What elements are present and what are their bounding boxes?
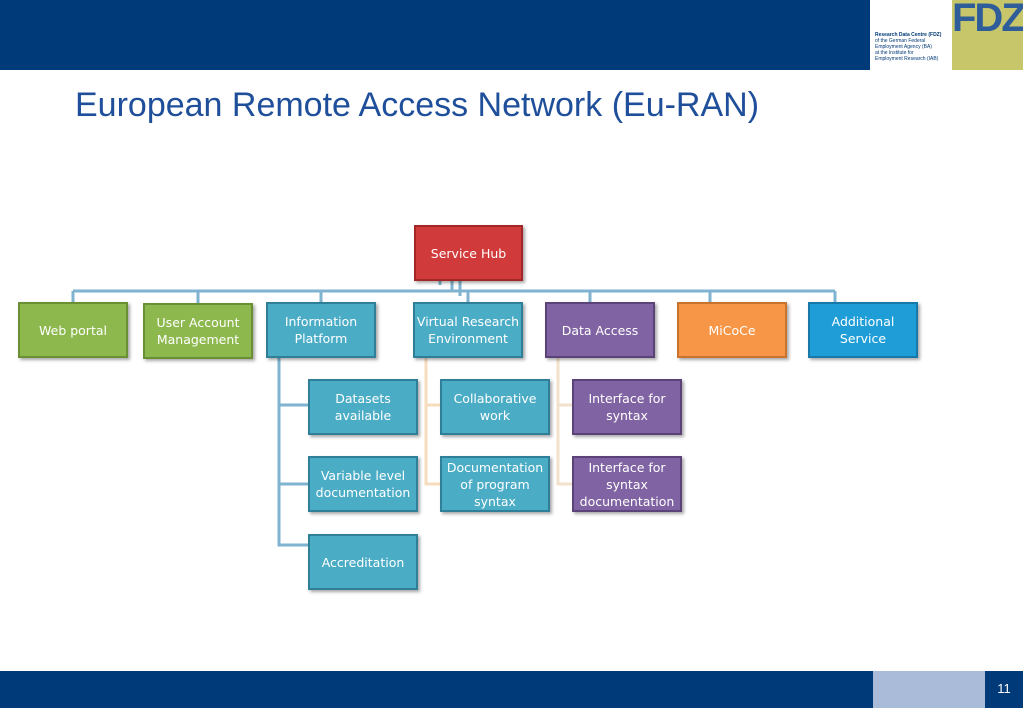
page-title: European Remote Access Network (Eu-RAN) — [75, 86, 760, 124]
connector — [424, 357, 441, 486]
node-label: Web portal — [39, 322, 107, 338]
additional-service-node: Additional Service — [808, 302, 918, 358]
variable-level-documentation-node: Variable level documentation — [308, 456, 418, 512]
data-access-node: Data Access — [545, 302, 655, 358]
header-bar — [0, 0, 870, 70]
node-label: User Account Management — [156, 315, 240, 347]
accreditation-node: Accreditation — [308, 534, 418, 590]
node-label: Interface for syntax documentation — [579, 459, 675, 509]
node-label: Additional Service — [831, 314, 895, 346]
connector — [556, 357, 573, 486]
logo-line: of the German Federal — [875, 38, 926, 44]
footer-accent — [873, 671, 985, 708]
node-label: Documentation of program syntax — [446, 459, 544, 509]
footer-page-block — [985, 671, 1023, 708]
logo-line: at the Institute for — [875, 50, 914, 56]
node-label: Datasets available — [334, 391, 392, 423]
node-label: Data Access — [561, 322, 639, 338]
page-number: 11 — [997, 681, 1011, 696]
logo-caption: Research Data Centre (FDZ) of the German… — [875, 32, 955, 62]
node-label: Interface for syntax — [588, 391, 666, 423]
datasets-available-node: Datasets available — [308, 379, 418, 435]
node-label: Service Hub — [430, 245, 507, 261]
logo-line: Employment Research (IAB) — [875, 56, 939, 62]
information-platform-node: Information Platform — [266, 302, 376, 358]
node-label: Information Platform — [284, 314, 358, 346]
node-label: Variable level documentation — [315, 468, 411, 500]
virtual-research-environment-node: Virtual Research Environment — [413, 302, 523, 358]
documentation-of-program-syntax-node: Documentation of program syntax — [440, 456, 550, 512]
interface-for-syntax-node: Interface for syntax — [572, 379, 682, 435]
logo-mark — [952, 0, 1023, 70]
service-hub-node: Service Hub — [414, 225, 523, 281]
node-label: MiCoCe — [708, 322, 756, 338]
connector — [277, 357, 309, 547]
footer-bar — [0, 671, 873, 708]
collaborative-work-node: Collaborative work — [440, 379, 550, 435]
logo-line: Employment Agency (BA) — [875, 44, 932, 50]
node-label: Virtual Research Environment — [416, 314, 520, 346]
logo-line: Research Data Centre (FDZ) — [875, 32, 942, 38]
micoce-node: MiCoCe — [677, 302, 787, 358]
user-account-management-node: User Account Management — [143, 303, 253, 359]
node-label: Accreditation — [321, 554, 405, 570]
node-label: Collaborative work — [453, 391, 537, 423]
fdz-logo: Research Data Centre (FDZ) of the German… — [870, 0, 1023, 70]
web-portal-node: Web portal — [18, 302, 128, 358]
interface-for-syntax-documentation-node: Interface for syntax documentation — [572, 456, 682, 512]
logo-letters: FDZ — [952, 0, 1023, 40]
